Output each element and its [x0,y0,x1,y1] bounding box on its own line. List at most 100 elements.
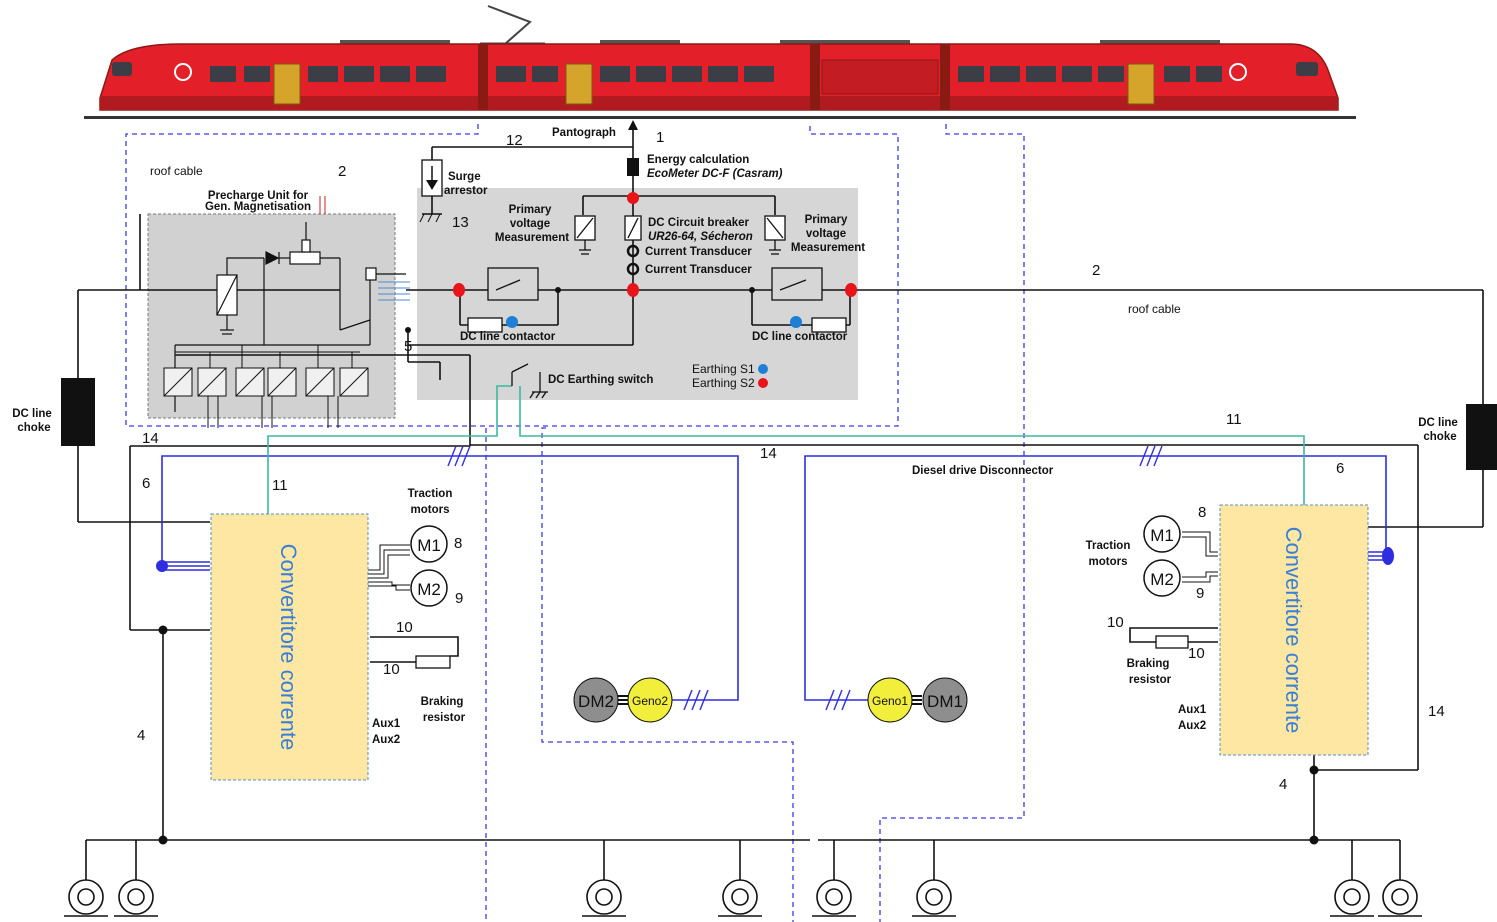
dc-line-contactor-right [771,267,847,333]
energy-meter-icon [627,158,639,176]
svg-text:11: 11 [272,477,288,494]
svg-text:4: 4 [137,727,145,744]
motor-m1-left: M1 [417,536,441,555]
svg-text:13: 13 [452,214,469,231]
motor-m1-right: M1 [1150,526,1174,545]
earthing-markers [453,192,857,388]
contactor-right-label: DC line contactor [752,331,848,343]
pantograph-label: Pantograph [552,127,616,139]
choke-left-1: DC line [12,408,52,420]
svg-text:2: 2 [338,163,346,180]
surge-arrestor-icon [419,159,443,223]
converter-right [1219,504,1369,756]
aux-left-1: Aux1 [372,718,401,730]
motor-m2-right: M2 [1150,570,1174,589]
transducer-label-1: Current Transducer [645,246,752,258]
converter-left [210,513,369,781]
aux-right-1: Aux1 [1178,704,1207,716]
dm2-label: DM2 [578,692,614,711]
surge-label-1: Surge [448,171,481,183]
breaker-label-2: UR26-64, Sécheron [648,231,753,243]
diesel-wiring [161,455,1387,701]
choke-right-1: DC line [1418,417,1458,429]
pantograph-icon [628,120,638,130]
dm1-label: DM1 [927,692,963,711]
dc-line-choke-left [61,378,95,446]
dc-line-choke-right [1466,404,1497,470]
svg-text:4: 4 [1279,776,1287,793]
dc-line-contactor-left [467,267,539,333]
resistor-icon-right [1155,635,1189,649]
traction-right-1: Traction [1086,540,1131,552]
svg-text:2: 2 [1092,262,1100,279]
svg-text:10: 10 [396,619,413,636]
earthing-s2-label: Earthing S2 [692,376,755,390]
breaker-label-1: DC Circuit breaker [648,217,750,229]
svg-text:9: 9 [455,590,463,607]
svg-text:9: 9 [1196,585,1204,602]
svg-text:11: 11 [1226,411,1242,428]
svg-text:6: 6 [1336,460,1344,477]
resistor-icon [415,655,451,669]
svg-text:1: 1 [656,129,664,146]
roof-cable-left: roof cable [150,164,203,178]
current-transducer-icon-2 [626,262,640,276]
magnetisation-wiring [267,385,1305,514]
primary-left-2: voltage [510,218,550,230]
transducer-label-2: Current Transducer [645,264,752,276]
braking-right-2: resistor [1129,674,1172,686]
choke-right-2: choke [1423,431,1456,443]
primary-right-1: Primary [805,214,848,226]
igbt-wires [175,345,360,428]
traction-left-2: motors [411,504,450,516]
traction-left-1: Traction [408,488,453,500]
primary-right-3: Measurement [791,242,865,254]
three-phase-marks [447,445,1163,711]
svg-text:14: 14 [760,445,777,462]
geno2-label: Geno2 [632,694,668,708]
igbt-modules [163,367,369,397]
braking-left-2: resistor [423,712,466,724]
genset-1 [867,677,968,723]
precharge-feed [378,281,410,301]
junction-dots [158,287,1319,845]
precharge-label-2: Gen. Magnetisation [205,201,311,213]
svg-text:14: 14 [1428,703,1445,720]
svg-text:8: 8 [454,535,462,552]
earthing-s1-label: Earthing S1 [692,362,755,376]
current-transducer-icon [626,244,640,258]
cable-numbers: 1 12 2 2 13 5 14 14 14 6 6 11 11 8 8 9 9… [137,129,1445,793]
braking-left-1: Braking [421,696,464,708]
svg-text:8: 8 [1198,504,1206,521]
earthing-switch-label: DC Earthing switch [548,374,653,386]
converter-right-label: Convertitore corrente [1281,527,1306,734]
traction-right-2: motors [1089,556,1128,568]
earthing-switch-icon [511,363,548,399]
pantograph-arm-icon [487,5,532,45]
voltage-measurement-icon-right [764,215,786,255]
precharge-circuit [174,222,406,412]
aux-right-2: Aux2 [1178,720,1206,732]
energy-label-2: EcoMeter DC-F (Casram) [647,168,783,180]
roof-cable-right: roof cable [1128,302,1181,316]
diesel-disconnector-label: Diesel drive Disconnector [912,465,1054,477]
primary-left-3: Measurement [495,232,569,244]
svg-text:10: 10 [383,661,400,678]
motor-m2-left: M2 [417,580,441,599]
svg-text:5: 5 [404,338,412,355]
svg-text:12: 12 [506,132,523,149]
braking-right-1: Braking [1127,658,1170,670]
contactor-left-label: DC line contactor [460,331,556,343]
svg-text:10: 10 [1107,614,1124,631]
motor-icon [410,515,1181,607]
equipment-boundaries [125,124,1025,922]
svg-text:10: 10 [1188,645,1205,662]
train-illustration [84,5,1356,119]
svg-text:6: 6 [142,475,150,492]
svg-text:14: 14 [142,430,159,447]
precharge-label-1: Precharge Unit for [208,190,309,202]
genset-2 [573,677,673,723]
energy-label-1: Energy calculation [647,154,749,166]
aux-left-2: Aux2 [372,734,400,746]
